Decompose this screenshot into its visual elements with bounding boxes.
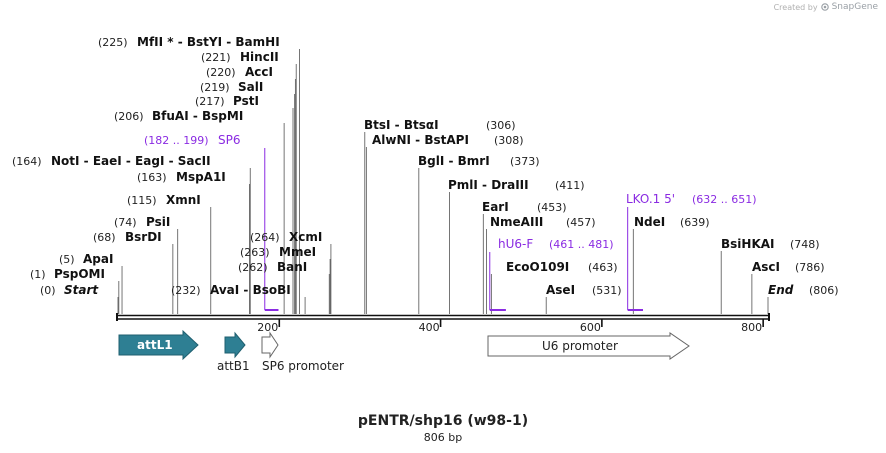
map-title: pENTR/shp16 (w98-1) [357, 413, 529, 429]
primer-name-0[interactable]: SP6 [218, 133, 241, 147]
site-position-786: (786) [795, 261, 825, 274]
site-name-453[interactable]: EarI [482, 200, 509, 214]
primer-name-2[interactable]: LKO.1 5' [626, 192, 675, 206]
site-position-806: (806) [809, 284, 839, 297]
site-position-0: (0) [40, 284, 56, 297]
site-name-463[interactable]: EcoO109I [506, 260, 569, 274]
ruler-tick-label-200: 200 [257, 321, 278, 334]
site-name-0[interactable]: Start [64, 283, 99, 297]
site-position-262: (262) [238, 261, 268, 274]
feature-attL1-label: attL1 [137, 338, 173, 352]
feature-sp6-promoter[interactable]: SP6 promoter [261, 331, 344, 373]
site-name-163[interactable]: MspA1I [176, 170, 226, 184]
primer-range-1: (461 .. 481) [549, 238, 614, 251]
site-labels: (0) Start (1) PspOMI(5) ApaI (68) BsrDI(74) Psi… [12, 35, 839, 297]
site-position-639: (639) [680, 216, 710, 229]
site-name-531[interactable]: AseI [546, 283, 575, 297]
site-position-306: (306) [486, 119, 516, 132]
ruler-ticks: 200 400 600 800 [257, 319, 764, 334]
site-position-68: (68) [93, 231, 116, 244]
site-name-68[interactable]: BsrDI [125, 230, 162, 244]
site-position-232: (232) [171, 284, 201, 297]
map-subtitle: 806 bp [423, 431, 463, 444]
site-position-748: (748) [790, 238, 820, 251]
feature-attB1[interactable]: attB1 [217, 331, 250, 373]
site-name-748[interactable]: BsiHKAI [721, 237, 775, 251]
credit-brand: SnapGene [831, 2, 878, 12]
site-position-221: (221) [201, 51, 231, 64]
site-name-225[interactable]: MfII * - BstYI - BamHI [137, 35, 280, 49]
credit-prefix: Created by [773, 2, 818, 12]
site-name-164[interactable]: NotI - EaeI - EagI - SacII [51, 154, 211, 168]
site-name-457[interactable]: NmeAIII [490, 215, 543, 229]
site-position-264: (264) [250, 231, 280, 244]
primer-layer: SP6 (182 .. 199) hU6-F (461 .. 481) LKO.1 5'… [144, 133, 757, 311]
site-position-373: (373) [510, 155, 540, 168]
site-name-221[interactable]: HincII [240, 50, 279, 64]
snapgene-credit: Created by SnapGene [774, 2, 878, 12]
site-name-306[interactable]: BtsI - BtsαI [364, 118, 439, 132]
site-position-453: (453) [537, 201, 567, 214]
site-name-217[interactable]: PstI [233, 94, 259, 108]
site-position-457: (457) [566, 216, 596, 229]
site-name-206[interactable]: BfuAI - BspMI [152, 109, 243, 123]
site-position-163: (163) [137, 171, 167, 184]
primer-name-1[interactable]: hU6-F [498, 237, 533, 251]
site-name-5[interactable]: ApaI [83, 252, 113, 266]
site-position-1: (1) [30, 268, 46, 281]
site-position-219: (219) [200, 81, 230, 94]
feature-attB1-label: attB1 [217, 359, 250, 373]
ruler-tick-label-400: 400 [419, 321, 440, 334]
site-name-639[interactable]: NdeI [634, 215, 665, 229]
site-position-74: (74) [114, 216, 137, 229]
site-name-220[interactable]: AccI [245, 65, 273, 79]
site-position-308: (308) [494, 134, 524, 147]
site-position-220: (220) [206, 66, 236, 79]
site-name-373[interactable]: BglI - BmrI [418, 154, 490, 168]
feature-u6-promoter-label: U6 promoter [542, 339, 618, 353]
feature-attL1[interactable]: attL1 [118, 329, 199, 361]
site-position-206: (206) [114, 110, 144, 123]
site-position-217: (217) [195, 95, 225, 108]
site-name-74[interactable]: PsiI [146, 215, 170, 229]
primer-range-0: (182 .. 199) [144, 134, 209, 147]
ruler-tick-label-800: 800 [741, 321, 762, 334]
site-name-262[interactable]: BanI [277, 260, 307, 274]
sequence-backbone [116, 313, 770, 321]
ruler-tick-label-600: 600 [580, 321, 601, 334]
site-position-115: (115) [127, 194, 157, 207]
site-name-219[interactable]: SalI [238, 80, 263, 94]
site-position-263: (263) [240, 246, 270, 259]
plasmid-map: SP6 (182 .. 199) hU6-F (461 .. 481) LKO.1 5'… [12, 35, 839, 373]
site-position-5: (5) [59, 253, 75, 266]
snapgene-logo-icon [820, 3, 829, 11]
site-name-263[interactable]: MmeI [279, 245, 316, 259]
site-name-115[interactable]: XmnI [166, 193, 201, 207]
primer-range-2: (632 .. 651) [692, 193, 757, 206]
site-name-232[interactable]: AvaI - BsoBI [210, 283, 291, 297]
site-lines [117, 49, 769, 314]
feature-sp6-promoter-label: SP6 promoter [262, 359, 344, 373]
site-position-463: (463) [588, 261, 618, 274]
site-name-308[interactable]: AlwNI - BstAPI [372, 133, 469, 147]
site-position-225: (225) [98, 36, 128, 49]
site-position-531: (531) [592, 284, 622, 297]
site-name-264[interactable]: XcmI [289, 230, 322, 244]
site-name-786[interactable]: AscI [752, 260, 780, 274]
feature-u6-promoter[interactable]: U6 promoter [487, 332, 690, 360]
site-name-411[interactable]: PmlI - DraIII [448, 178, 529, 192]
site-position-164: (164) [12, 155, 42, 168]
site-name-1[interactable]: PspOMI [54, 267, 105, 281]
site-position-411: (411) [555, 179, 585, 192]
site-name-806[interactable]: End [768, 283, 794, 297]
